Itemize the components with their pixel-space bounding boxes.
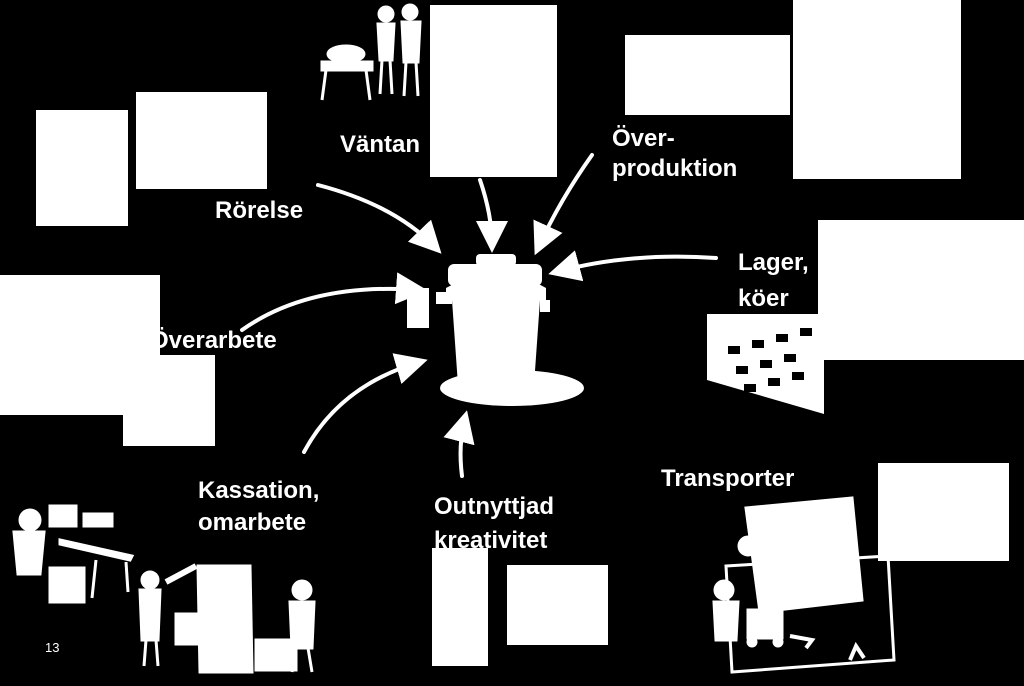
- label-lager-line2: köer: [738, 285, 789, 312]
- label-overproduktion-line1: Över-: [612, 125, 675, 152]
- page-number: 13: [45, 640, 60, 655]
- bin-side-block: [407, 288, 429, 328]
- conveyor-transport-illustration: [712, 496, 896, 674]
- label-outnyttjad-line1: Outnyttjad: [434, 493, 554, 520]
- arrow-kassation: [302, 353, 428, 454]
- waiting-people-illustration: [320, 3, 422, 101]
- trash-bin-icon: [436, 254, 584, 406]
- arrow-rorelse: [316, 183, 442, 254]
- label-rorelse: Rörelse: [215, 197, 304, 224]
- image-placeholder-top: [430, 5, 557, 177]
- arrow-overproduktion: [533, 153, 594, 256]
- arrow-lager: [548, 250, 718, 282]
- label-lager-line1: Lager,: [738, 249, 809, 276]
- label-outnyttjad-line2: kreativitet: [434, 527, 548, 554]
- image-placeholder-right: [818, 220, 1024, 360]
- office-rework-illustration: [12, 504, 316, 674]
- image-placeholder-bottom-a: [432, 548, 488, 666]
- image-placeholder-left-b: [36, 110, 128, 226]
- arrow-kreativitet: [443, 410, 475, 478]
- image-placeholder-bottom-right: [878, 463, 1009, 561]
- label-vantan: Väntan: [340, 131, 421, 158]
- image-placeholder-top-right: [793, 0, 961, 179]
- label-overarbete: Överarbete: [150, 327, 277, 354]
- image-placeholder-top-mid: [625, 35, 790, 115]
- label-transporter: Transporter: [661, 465, 795, 492]
- image-placeholder-bottom-b: [507, 565, 608, 645]
- label-overproduktion-line2: produktion: [612, 155, 738, 182]
- warehouse-shelves-illustration: [707, 314, 824, 414]
- arrow-vantan: [475, 178, 508, 253]
- image-placeholder-left-d: [123, 355, 215, 446]
- label-kassation-line2: omarbete: [198, 509, 307, 536]
- image-placeholder-left-a: [136, 92, 267, 189]
- label-kassation-line1: Kassation,: [198, 477, 320, 504]
- arrow-overarbete: [240, 272, 428, 332]
